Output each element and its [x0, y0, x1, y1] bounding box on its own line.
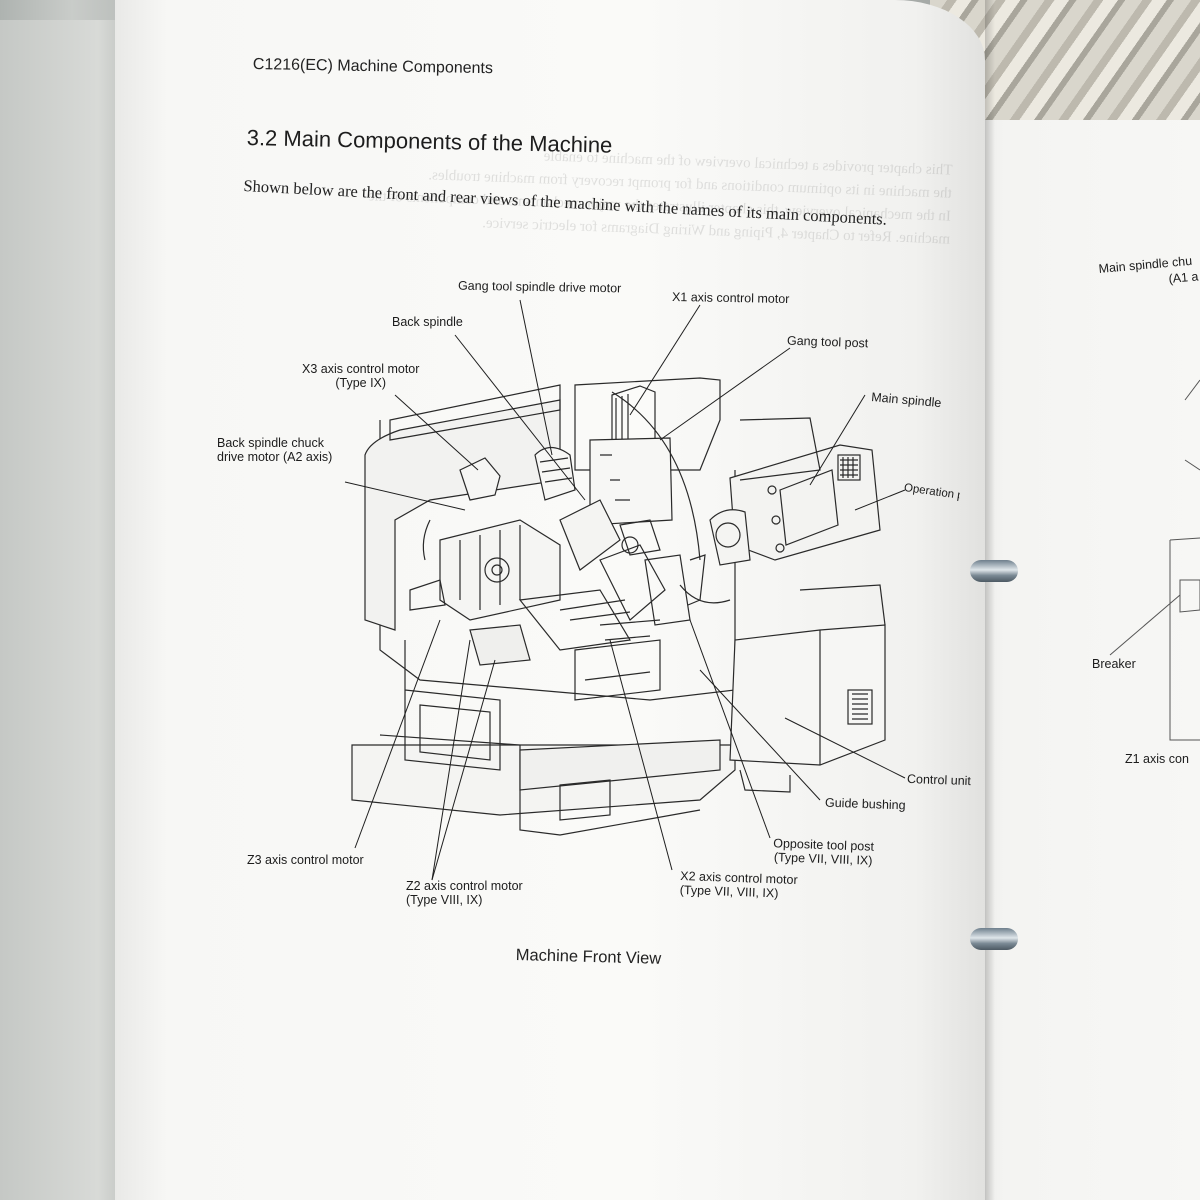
- adjacent-page: [955, 120, 1200, 1200]
- callout-x3-axis-control-motor: X3 axis control motor (Type IX): [302, 362, 420, 390]
- adjacent-label-a1-axis: (A1 a: [1168, 269, 1199, 286]
- callout-z3-axis-control-motor: Z3 axis control motor: [247, 853, 364, 867]
- callout-back-spindle-chuck-drive-motor: Back spindle chuck drive motor (A2 axis): [217, 436, 333, 464]
- callout-gang-tool-post: Gang tool post: [786, 333, 869, 351]
- adjacent-label-breaker: Breaker: [1092, 657, 1136, 671]
- figure-caption: Machine Front View: [515, 946, 662, 968]
- callout-gang-tool-spindle-drive-motor: Gang tool spindle drive motor: [457, 278, 622, 296]
- callout-control-unit: Control unit: [906, 771, 972, 789]
- callout-z2-axis-control-motor: Z2 axis control motor (Type VIII, IX): [406, 879, 523, 907]
- binder-ring-bottom: [970, 928, 1018, 950]
- callout-x1-axis-control-motor: X1 axis control motor: [671, 289, 790, 307]
- callout-back-spindle: Back spindle: [392, 315, 463, 329]
- callout-opposite-tool-post: Opposite tool post (Type VII, VIII, IX): [773, 836, 875, 868]
- callout-guide-bushing: Guide bushing: [824, 795, 906, 813]
- callout-x2-axis-control-motor: X2 axis control motor (Type VII, VIII, I…: [679, 868, 798, 901]
- adjacent-label-z1-axis: Z1 axis con: [1125, 752, 1189, 766]
- page-shadow: [985, 0, 995, 1200]
- binder-ring-top: [970, 560, 1018, 582]
